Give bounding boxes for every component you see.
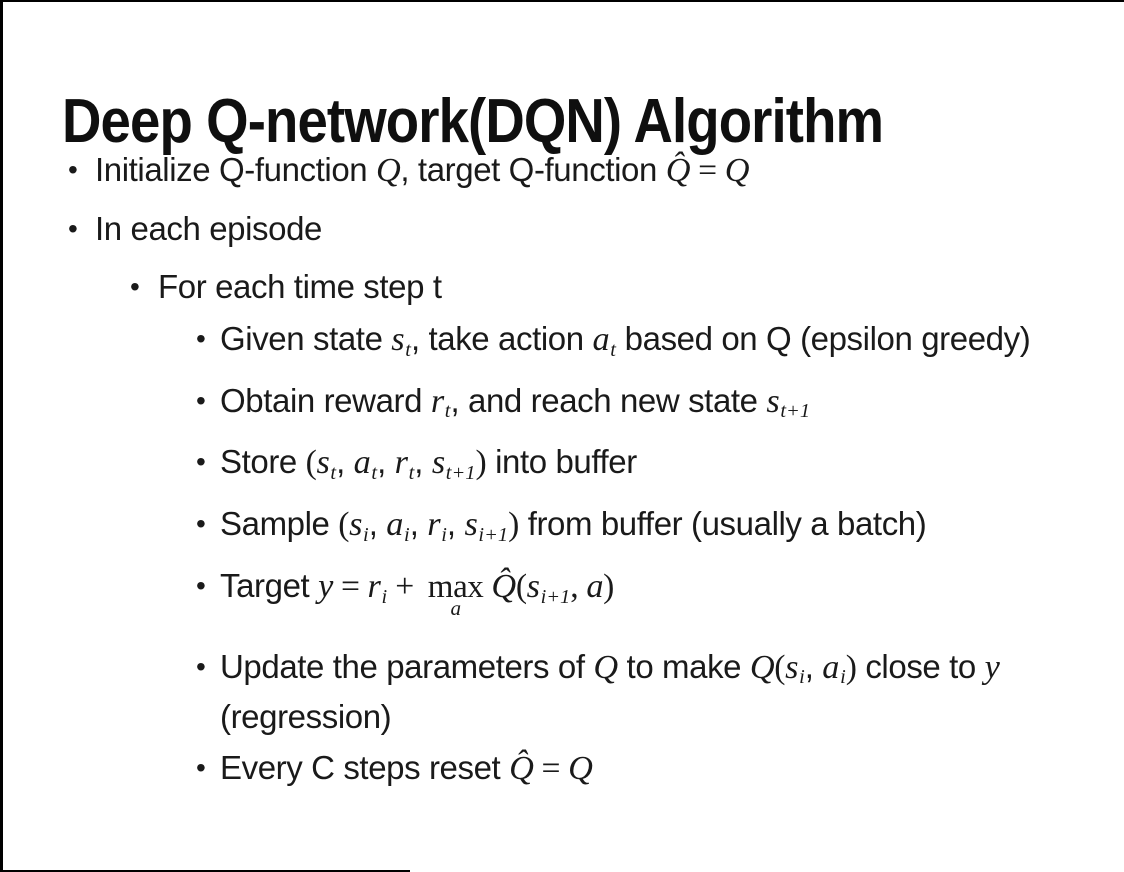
- bullet-item: • Every C steps reset Q̂ = Q: [62, 748, 1074, 789]
- slide-border-top: [0, 0, 1124, 2]
- bullet-item: • Obtain reward rt, and reach new state …: [62, 381, 1074, 432]
- bullet-item: • Store (st, at, rt, st+1) into buffer: [62, 442, 1074, 493]
- bullet-item: • For each time step t: [62, 267, 1074, 307]
- bullet-marker: •: [68, 213, 78, 244]
- bullet-marker: •: [130, 271, 140, 302]
- bullet-item: • Given state st, take action at based o…: [62, 319, 1074, 370]
- bullet-content: In each episode: [95, 210, 323, 247]
- bullet-marker: •: [68, 154, 78, 185]
- bullet-item: • Initialize Q-function Q, target Q-func…: [62, 150, 1074, 191]
- slide-title: Deep Q-network(DQN) Algorithm: [62, 86, 884, 156]
- bullet-content: Store (st, at, rt, st+1) into buffer: [220, 443, 637, 485]
- bullet-item: • In each episode: [62, 209, 1074, 249]
- bullet-content: Given state st, take action at based on …: [220, 320, 1031, 361]
- bullet-content: For each time step t: [158, 268, 442, 305]
- bullet-marker: •: [196, 446, 206, 478]
- slide-border-bottom: [0, 870, 410, 872]
- bullet-marker: •: [196, 752, 206, 784]
- bullet-content: Every C steps reset Q̂ = Q: [220, 749, 593, 788]
- bullet-marker: •: [196, 508, 206, 540]
- bullet-item: • Sample (si, ai, ri, si+1) from buffer …: [62, 504, 1074, 555]
- bullet-list: • Initialize Q-function Q, target Q-func…: [62, 150, 1074, 800]
- bullet-marker: •: [196, 323, 206, 354]
- bullet-content: Obtain reward rt, and reach new state st…: [220, 381, 811, 423]
- bullet-item: • Update the parameters of Q to make Q(s…: [62, 647, 1074, 738]
- bullet-marker: •: [196, 384, 206, 416]
- bullet-content: Update the parameters of Q to make Q(si,…: [220, 647, 1009, 736]
- bullet-content: Initialize Q-function Q, target Q-functi…: [95, 151, 750, 189]
- bullet-content: Sample (si, ai, ri, si+1) from buffer (u…: [220, 505, 927, 546]
- slide-border-left: [0, 0, 3, 872]
- bullet-marker: •: [196, 569, 206, 601]
- bullet-marker: •: [196, 650, 206, 682]
